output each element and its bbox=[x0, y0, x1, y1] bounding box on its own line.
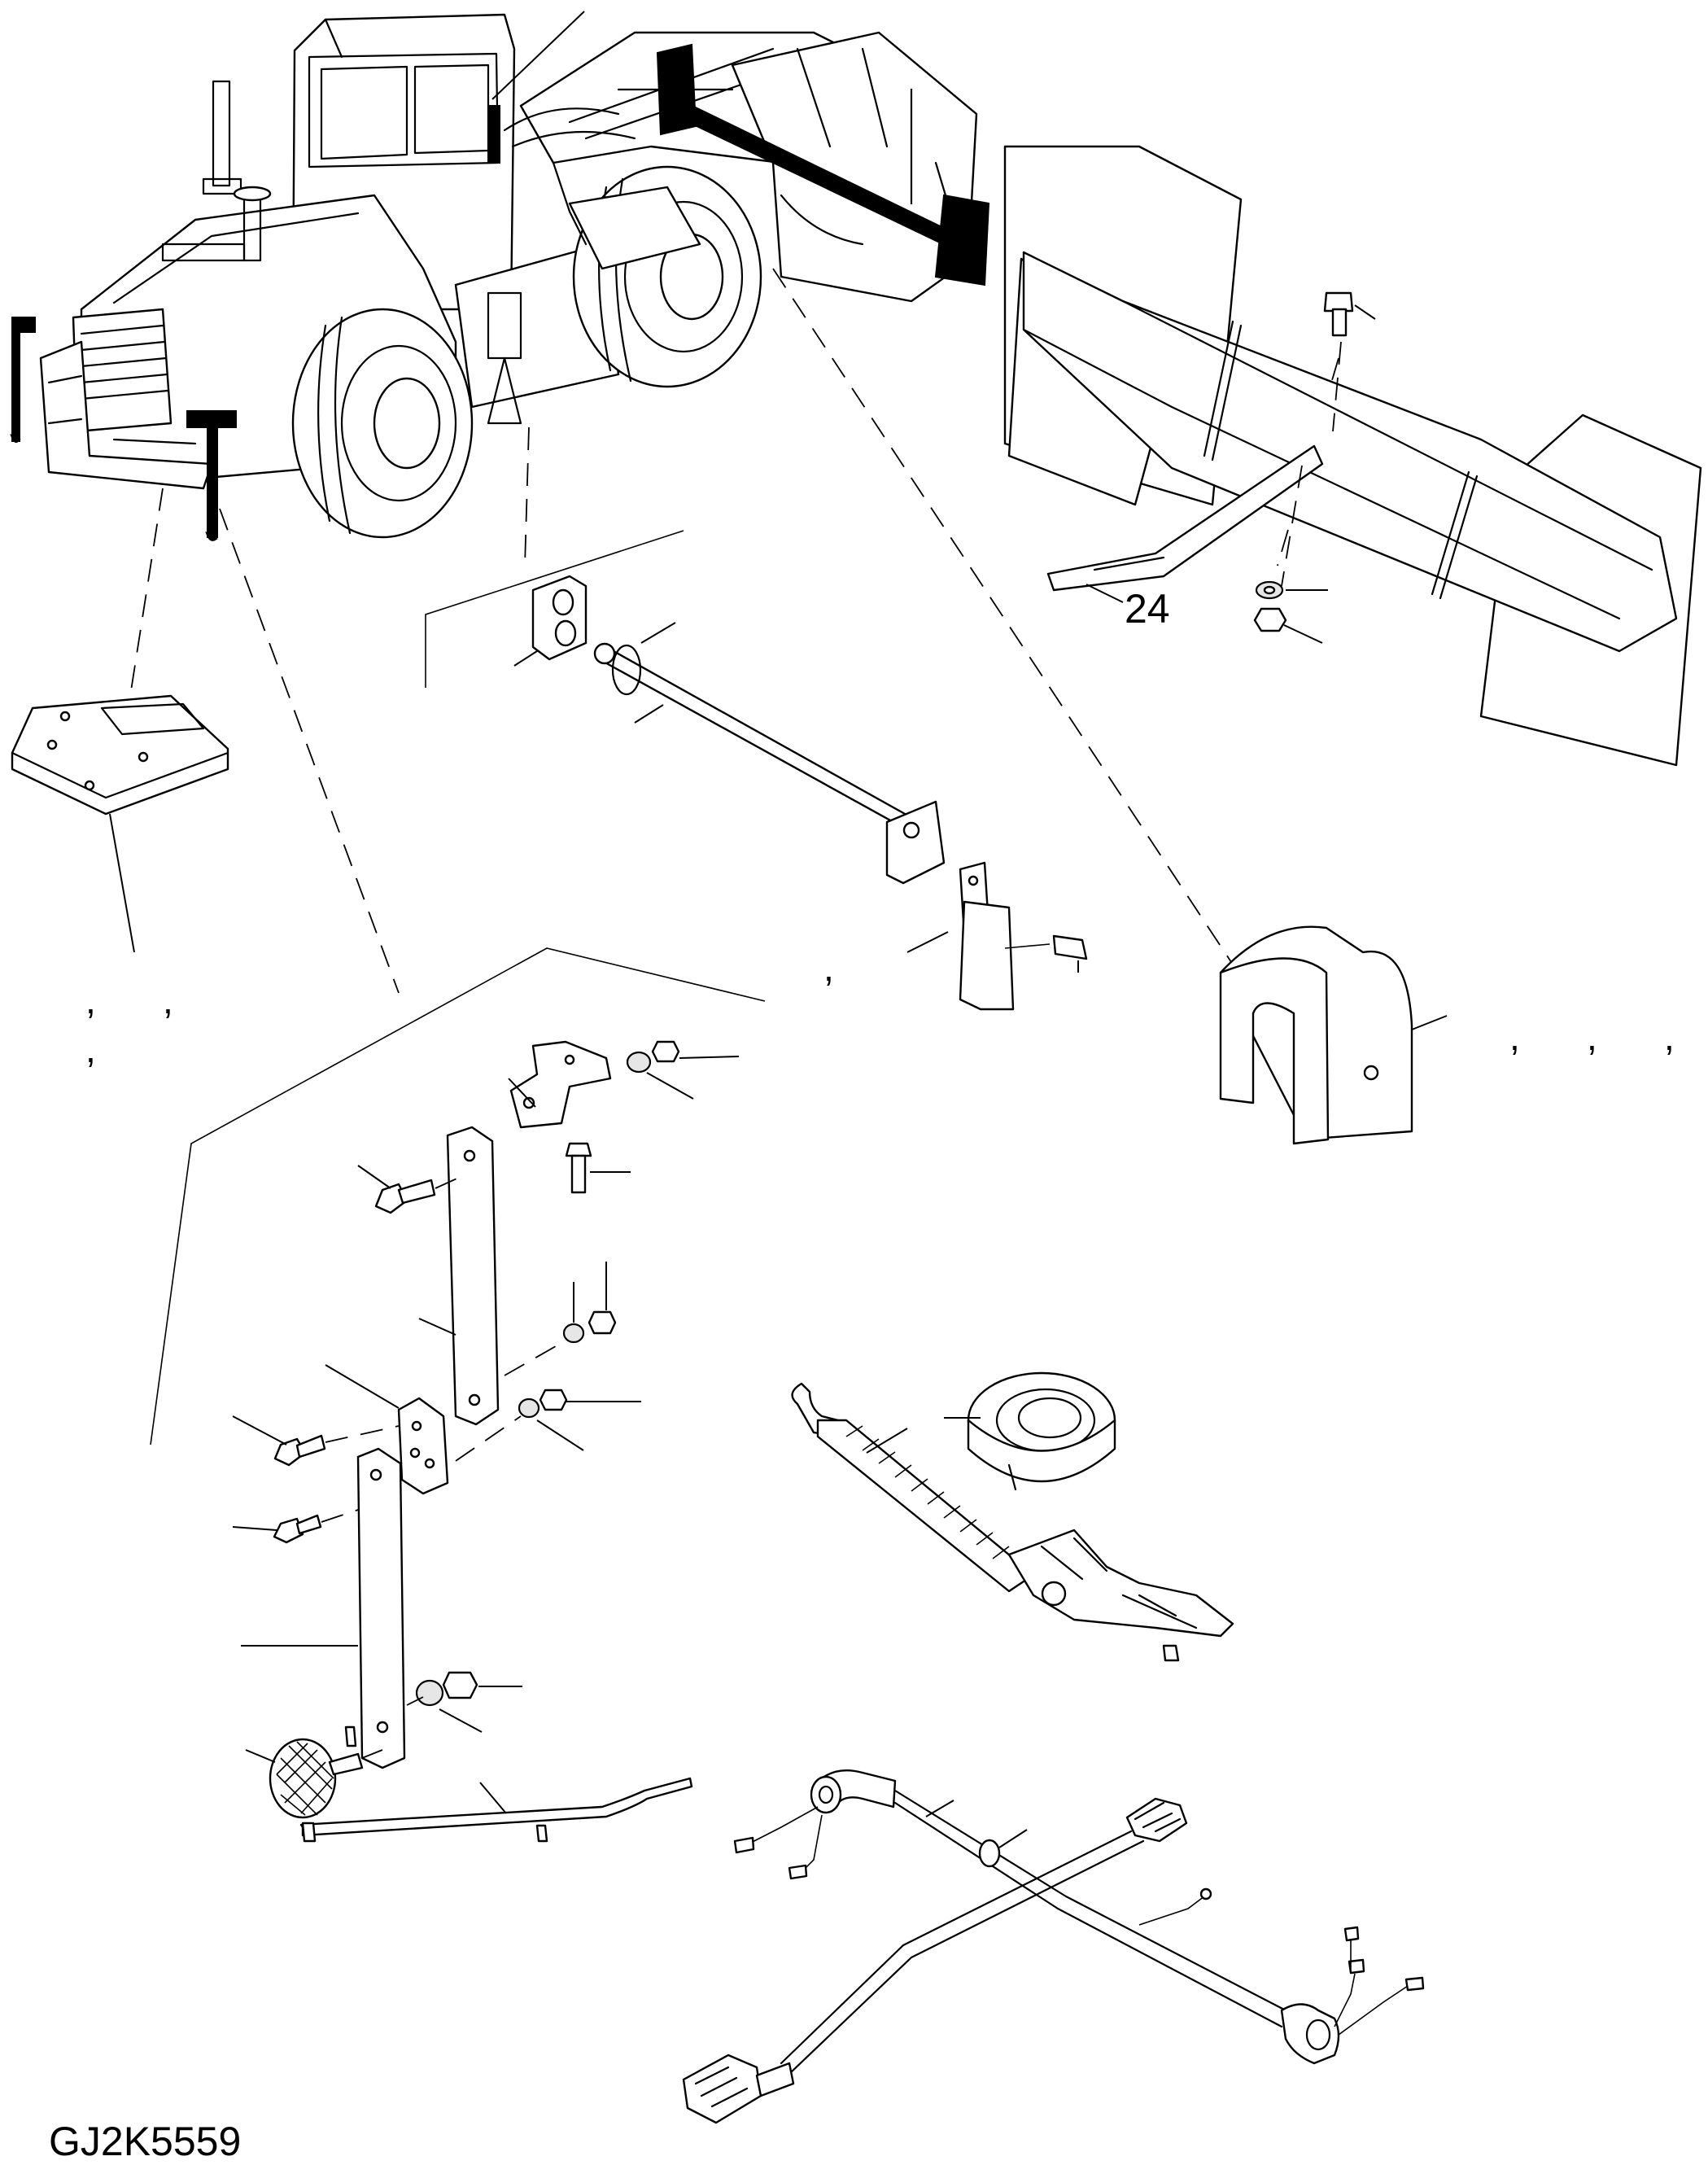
separator-comma-left-2: , bbox=[163, 979, 173, 1021]
mounting-board bbox=[11, 694, 229, 953]
bracket-plate-assembly bbox=[150, 947, 766, 1819]
wheel-loader-illustration bbox=[10, 11, 990, 541]
wire-harness bbox=[682, 1769, 1425, 2124]
separator-comma-right-1: , bbox=[1509, 1016, 1520, 1058]
wire-rod bbox=[299, 1725, 693, 1843]
separator-comma-right-3: , bbox=[1664, 1016, 1675, 1058]
callout-24: 24 bbox=[1125, 586, 1170, 632]
separator-comma-right-2: , bbox=[1587, 1016, 1597, 1058]
separator-comma-left-1: , bbox=[85, 979, 96, 1021]
drawing-code: GJ2K5559 bbox=[49, 2119, 241, 2164]
mirror-assembly bbox=[1003, 145, 1702, 767]
ratchet-strap bbox=[791, 1371, 1234, 1662]
separator-comma-center: , bbox=[823, 947, 834, 989]
rubber-cover bbox=[1219, 925, 1448, 1145]
rod-assembly bbox=[425, 530, 1088, 1011]
separator-comma-left-3: , bbox=[85, 1028, 96, 1070]
